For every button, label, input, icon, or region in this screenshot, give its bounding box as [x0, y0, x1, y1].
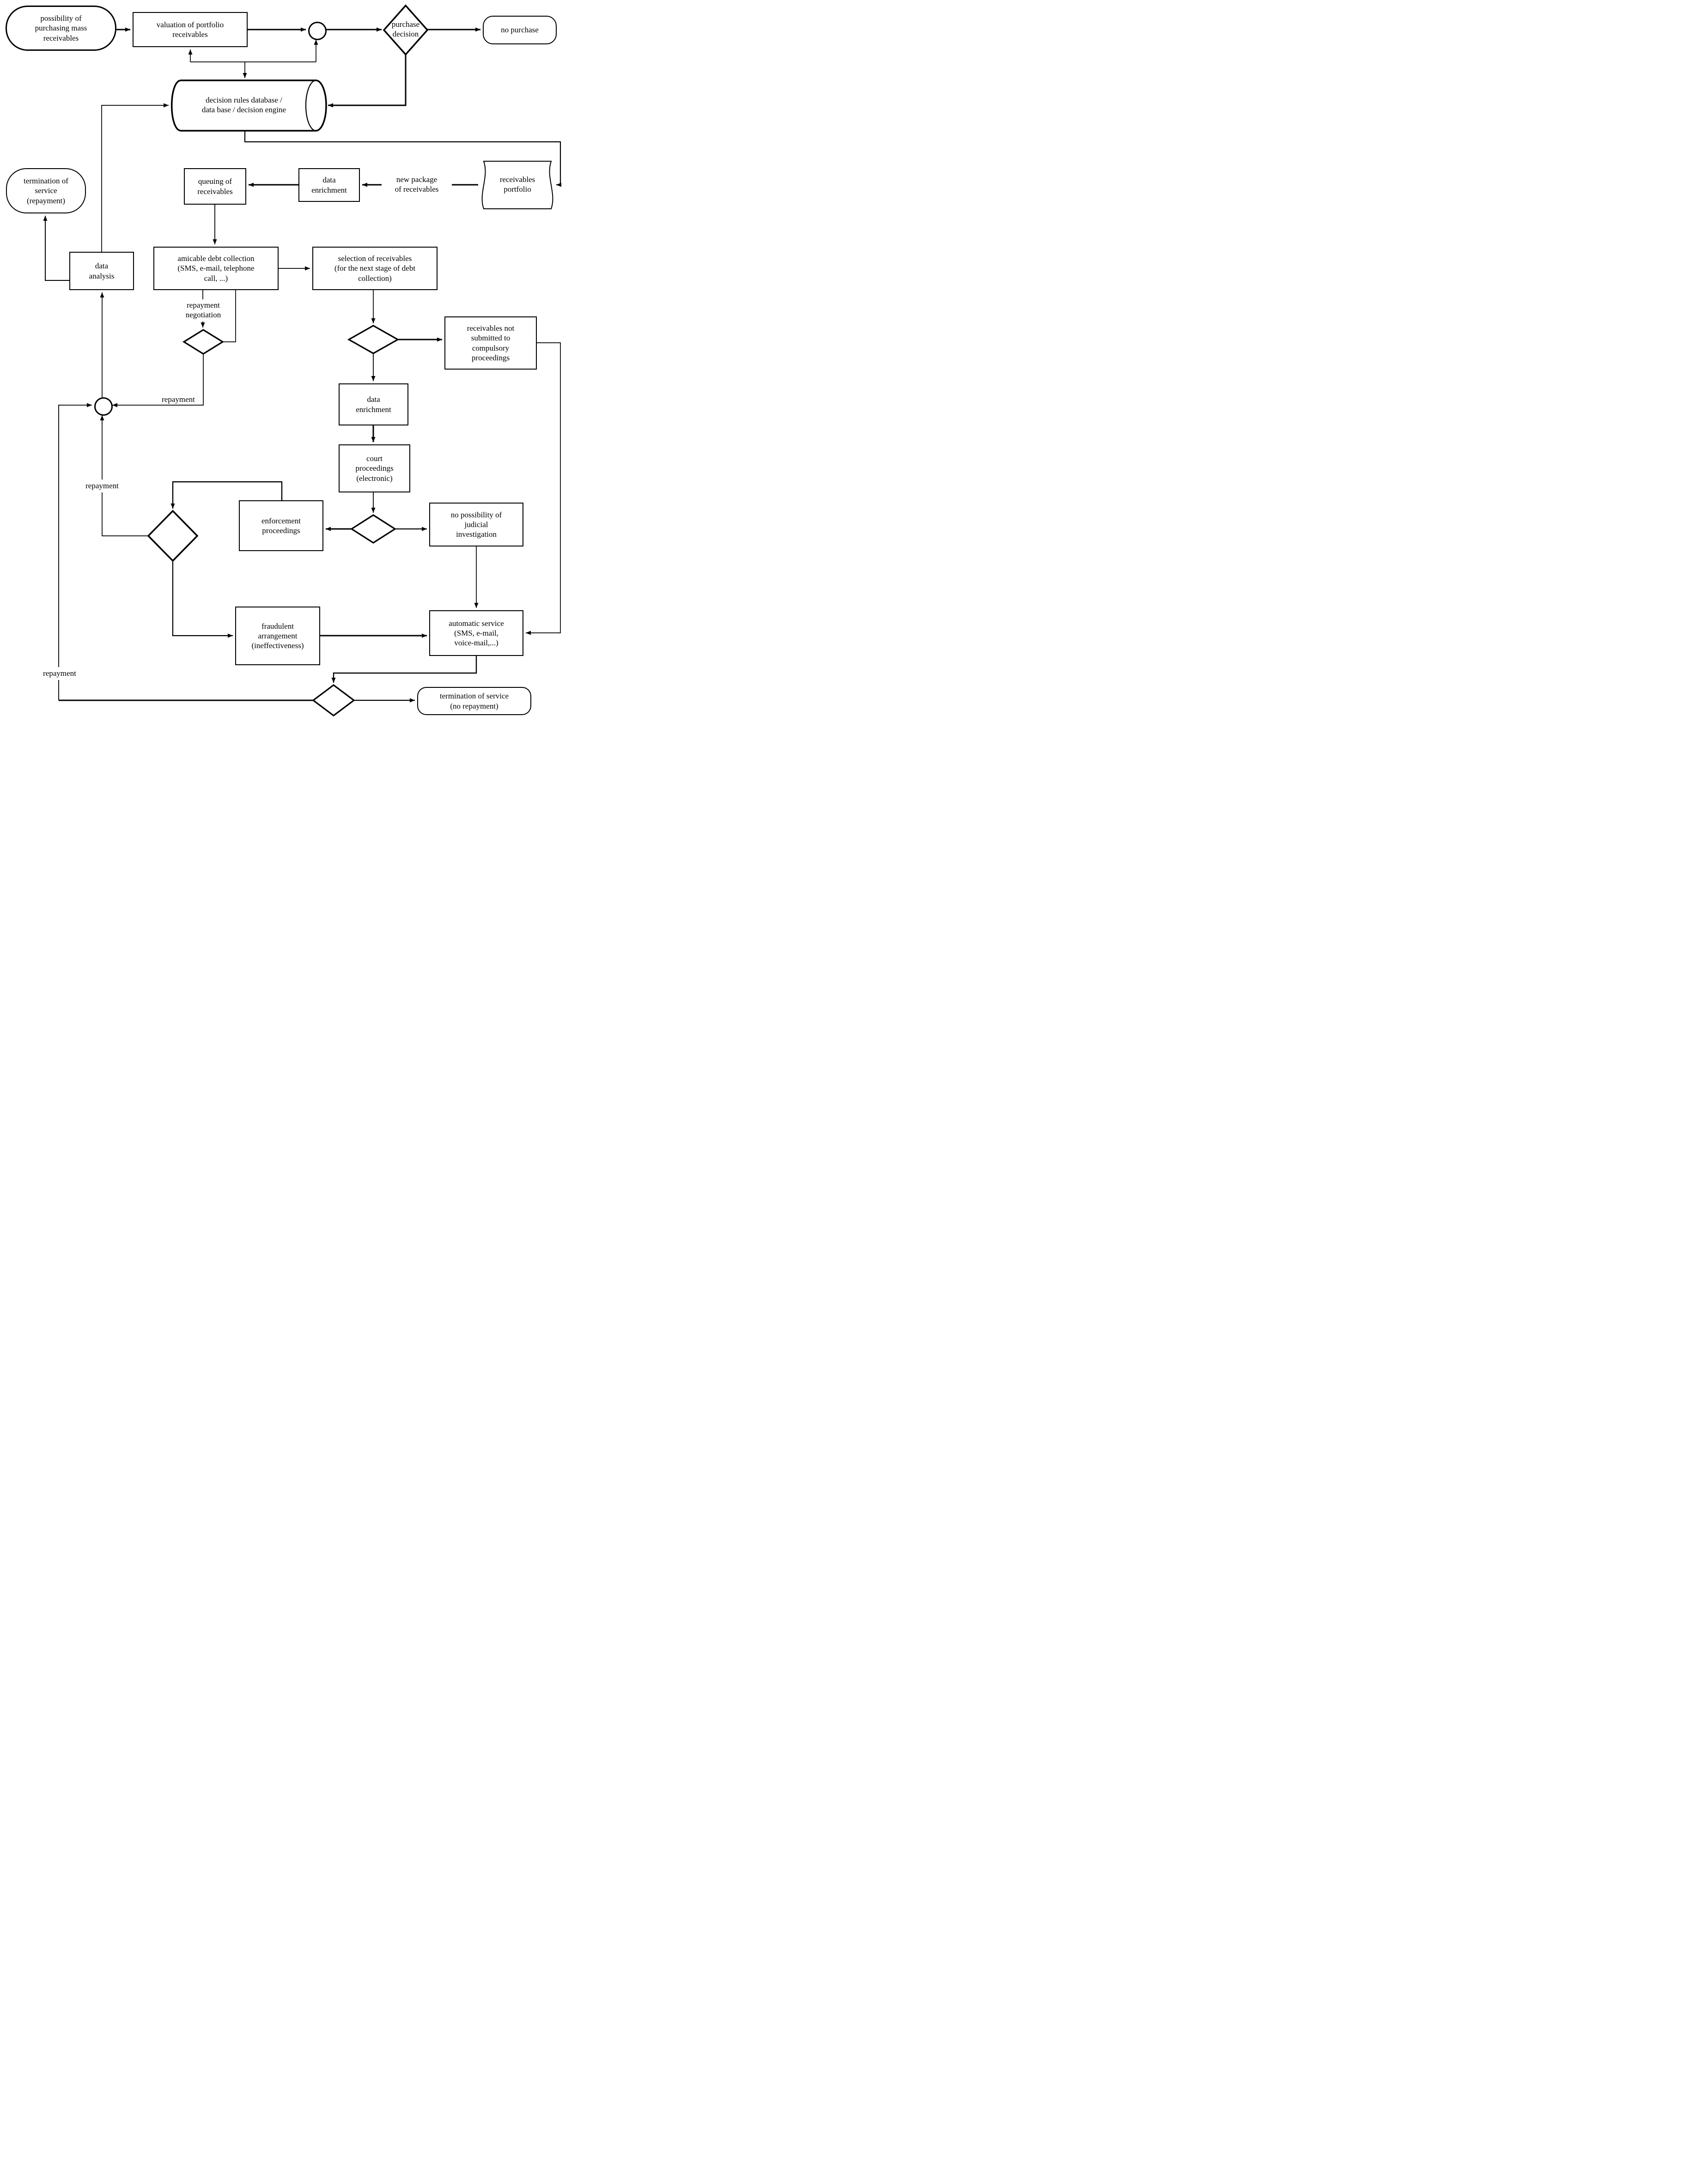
edge-enforcement-repayment-to-junction [100, 415, 148, 536]
node-termination-repayment: termination of service (repayment) [6, 168, 86, 213]
flowchart-canvas: possibility of purchasing mass receivabl… [0, 0, 569, 720]
edge-label-new-package: new package of receivables [382, 172, 452, 198]
edge-database-to-portfolio [244, 131, 561, 187]
edge-enforcement-to-enforcement-decision [170, 481, 283, 509]
edge-label-repayment-mid: repayment [162, 395, 195, 404]
node-data-enrichment-2: data enrichment [339, 383, 408, 425]
database-cylinder-cap [305, 79, 327, 132]
edge-negotiation-repayment-to-junction [112, 354, 204, 407]
database-cylinder-label: decision rules database / data base / de… [201, 96, 286, 114]
node-no-purchase: no purchase [483, 16, 557, 44]
final-decision-diamond [312, 684, 355, 716]
flowchart-wires-layer [43, 4, 561, 716]
node-no-possibility: no possibility of judicial investigation [429, 503, 523, 546]
edge-enforcement-decision-to-fraudulent [172, 561, 233, 638]
node-data-enrichment-1: data enrichment [298, 168, 360, 202]
node-possibility: possibility of purchasing mass receivabl… [6, 6, 116, 51]
node-queuing: queuing of receivables [184, 168, 246, 205]
enforcement-decision-diamond [147, 510, 199, 562]
purchase-decision-label: purchase decision [391, 20, 420, 38]
edge-data-analysis-to-database [101, 103, 169, 252]
selection-decision-diamond [347, 325, 400, 354]
junction-circle-top [308, 22, 327, 40]
edge-final-repayment-to-junction [58, 403, 92, 700]
court-decision-diamond [350, 514, 396, 544]
negotiation-decision-diamond [182, 329, 225, 355]
edge-not-submitted-to-automatic [526, 342, 561, 635]
receivables-portfolio-label: receivables portfolio [499, 175, 535, 194]
node-selection: selection of receivables (for the next s… [312, 247, 438, 290]
edge-label-repayment-inner: repayment [73, 480, 131, 492]
edge-decision-to-database [328, 55, 407, 108]
node-enforcement: enforcement proceedings [239, 500, 323, 551]
node-automatic-service: automatic service (SMS, e-mail, voice-ma… [429, 610, 523, 656]
node-valuation: valuation of portfolio receivables [133, 12, 248, 47]
node-receivables-not-submitted: receivables not submitted to compulsory … [444, 316, 537, 370]
receivables-portfolio-shape [481, 161, 553, 209]
node-fraudulent: fraudulent arrangement (ineffectiveness) [235, 607, 320, 665]
purchase-decision-diamond [383, 4, 429, 56]
junction-circle-left [94, 397, 113, 416]
edge-automatic-to-final-decision [331, 656, 477, 683]
node-data-analysis: data analysis [69, 252, 134, 290]
edge-label-repayment-outer: repayment [30, 667, 89, 680]
node-amicable: amicable debt collection (SMS, e-mail, t… [153, 247, 279, 290]
node-court-proceedings: court proceedings (electronic) [339, 444, 410, 492]
edge-data-analysis-to-termination [43, 216, 69, 281]
node-termination-no-repayment: termination of service (no repayment) [417, 687, 531, 715]
edge-label-repayment-negotiation: repayment negotiation [178, 299, 229, 322]
